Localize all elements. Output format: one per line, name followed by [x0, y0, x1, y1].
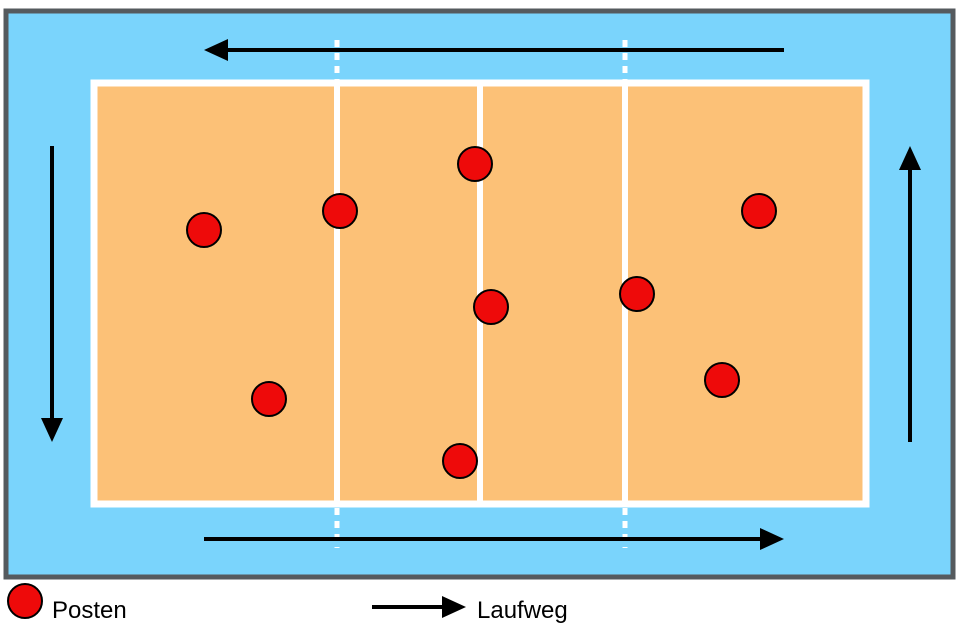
posten-marker	[619, 276, 655, 312]
run-route-right-arrow	[899, 146, 921, 442]
red-circle-icon	[7, 583, 43, 619]
run-route-left-arrow	[41, 146, 63, 442]
posten-marker	[442, 443, 478, 479]
posten-markers	[186, 146, 777, 479]
run-route-bottom-arrow	[204, 528, 784, 550]
posten-marker	[741, 193, 777, 229]
posten-marker	[704, 362, 740, 398]
legend-posten-label: Posten	[52, 597, 127, 624]
right-arrow-icon	[372, 596, 466, 618]
run-route-top-arrow	[204, 39, 784, 61]
posten-marker	[457, 146, 493, 182]
legend: Posten Laufweg	[7, 583, 568, 624]
posten-marker	[473, 289, 509, 325]
posten-marker	[186, 212, 222, 248]
posten-marker	[322, 193, 358, 229]
legend-laufweg-label: Laufweg	[477, 597, 568, 624]
posten-marker	[251, 381, 287, 417]
